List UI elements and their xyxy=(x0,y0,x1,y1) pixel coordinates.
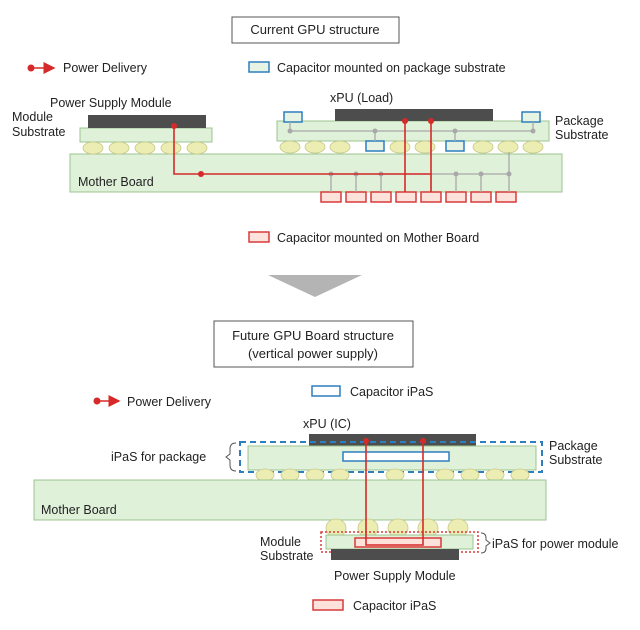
current-title-box xyxy=(231,16,400,44)
current-title: Current GPU structure xyxy=(250,22,379,37)
power-delivery-nodes-current xyxy=(171,118,434,177)
motherboard-capacitors xyxy=(320,191,517,203)
legend-cap-package-icon xyxy=(248,61,270,73)
power-supply-module-chip xyxy=(88,115,206,128)
ipas-capacitor-package xyxy=(342,451,450,462)
xpu-load-chip xyxy=(335,109,493,121)
package-solder-balls-future xyxy=(255,468,530,482)
ipas-package-label: iPaS for package xyxy=(111,450,206,464)
power-delivery-nodes-future xyxy=(363,438,426,444)
future-title-line2: (vertical power supply) xyxy=(248,346,378,361)
future-title-line1: Future GPU Board structure xyxy=(232,328,394,343)
legend-power-delivery-label-future: Power Delivery xyxy=(127,395,212,409)
module-solder-balls-future xyxy=(325,518,469,538)
legend-cap-ipas-label: Capacitor iPaS xyxy=(350,385,433,399)
ipas-power-module-outline xyxy=(320,531,479,553)
future-title-box xyxy=(213,320,414,368)
legend-power-delivery-label: Power Delivery xyxy=(63,61,148,75)
transition-arrow xyxy=(268,275,362,297)
legend-cap-motherboard-label: Capacitor mounted on Mother Board xyxy=(277,231,479,245)
mother-board-label-future: Mother Board xyxy=(41,503,117,517)
xpu-load-label: xPU (Load) xyxy=(330,91,393,105)
mother-board-future xyxy=(33,479,547,521)
xpu-ic-chip xyxy=(309,434,476,446)
package-substrate-label-2: Substrate xyxy=(555,128,609,142)
module-substrate-label-2: Substrate xyxy=(12,125,66,139)
module-substrate-label-future: Module xyxy=(260,535,301,549)
power-delivery-path-current xyxy=(173,121,432,192)
legend-cap-ipas-label-bottom: Capacitor iPaS xyxy=(353,599,436,613)
package-substrate-label-future-2: Substrate xyxy=(549,453,603,467)
legend-cap-motherboard-icon xyxy=(248,231,270,243)
power-supply-module-label: Power Supply Module xyxy=(50,96,172,110)
legend-power-delivery-current xyxy=(27,62,56,74)
module-substrate-current xyxy=(79,127,213,143)
legend-cap-package-label: Capacitor mounted on package substrate xyxy=(277,61,506,75)
legend-power-delivery-future xyxy=(93,395,121,407)
package-wiring-nodes xyxy=(287,128,536,134)
ipas-power-module-bracket xyxy=(480,532,491,554)
package-substrate-label: Package xyxy=(555,114,604,128)
ipas-package-bracket xyxy=(225,442,237,472)
xpu-ic-label: xPU (IC) xyxy=(303,417,351,431)
legend-cap-ipas-blue-icon xyxy=(311,385,341,397)
ipas-power-module-label: iPaS for power module xyxy=(492,537,619,551)
package-solder-balls xyxy=(279,140,544,154)
mother-board-label-current: Mother Board xyxy=(78,175,154,189)
power-delivery-path-future xyxy=(365,441,424,546)
module-solder-balls xyxy=(82,141,208,155)
ipas-capacitor-power-module xyxy=(354,537,442,548)
power-supply-module-label-future: Power Supply Module xyxy=(334,569,456,583)
package-capacitors xyxy=(283,111,541,152)
package-substrate-label-future: Package xyxy=(549,439,598,453)
legend-cap-ipas-red-icon xyxy=(312,599,344,611)
power-supply-module-chip-future xyxy=(331,549,459,560)
module-substrate-label-future-2: Substrate xyxy=(260,549,314,563)
module-substrate-label: Module xyxy=(12,110,53,124)
